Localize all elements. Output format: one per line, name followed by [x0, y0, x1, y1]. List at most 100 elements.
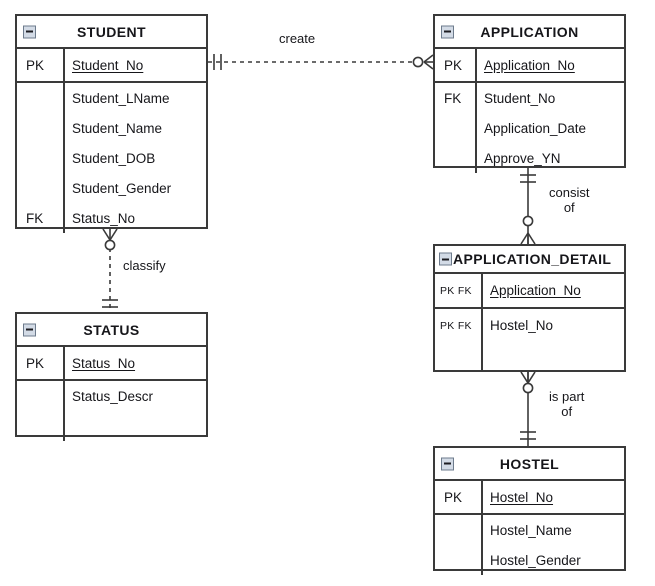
- table-row[interactable]: FK Student_No: [435, 83, 624, 113]
- table-row-empty: [435, 342, 624, 370]
- entity-application-attribute-group: FK Student_No Application_Date Approve_Y…: [435, 81, 624, 173]
- row-attribute: Student_Gender: [72, 180, 172, 196]
- attribute-name: Application_No: [484, 57, 575, 73]
- row-attribute: Student_Name: [72, 120, 163, 136]
- entity-status-attribute-group: Status_Descr: [17, 379, 206, 441]
- column-divider: [63, 83, 65, 233]
- table-row[interactable]: Student_DOB: [17, 143, 206, 173]
- row-attribute: Hostel_Gender: [490, 552, 581, 568]
- relationship-label-is-part-of-line2: of: [561, 404, 573, 419]
- table-row[interactable]: PK Application_No: [435, 49, 624, 81]
- row-key-badge: PK: [444, 57, 463, 73]
- entity-application-title: APPLICATION: [480, 23, 579, 40]
- collapse-minus-icon[interactable]: [441, 25, 454, 38]
- entity-hostel-header[interactable]: HOSTEL: [435, 448, 624, 481]
- entity-student-attribute-group: Student_LName Student_Name Student_DOB S…: [17, 81, 206, 233]
- relationship-label-consist-of-line2: of: [563, 200, 575, 215]
- entity-application[interactable]: APPLICATION PK Application_No FK Student…: [433, 14, 626, 173]
- row-attribute: Status_No: [72, 210, 136, 226]
- row-key-badge: [435, 515, 481, 545]
- row-attribute: Student_LName: [72, 90, 170, 106]
- relationship-label-is-part-of-line1: is part: [549, 389, 585, 404]
- row-attribute: Status_Descr: [72, 388, 154, 404]
- column-divider: [63, 347, 65, 379]
- entity-status[interactable]: STATUS PK Status_No Status_Descr: [15, 312, 208, 441]
- attribute-name: Hostel_No: [490, 489, 554, 505]
- table-row[interactable]: FK Status_No: [17, 203, 206, 233]
- table-row[interactable]: Approve_YN: [435, 143, 624, 173]
- relationship-label-consist-of-line1: consist: [549, 185, 590, 200]
- entity-application-detail-title: APPLICATION_DETAIL: [453, 251, 612, 267]
- row-key-badge: [435, 342, 481, 370]
- entity-application-detail-attribute-group: PK FK Hostel_No: [435, 307, 624, 370]
- table-row[interactable]: Status_Descr: [17, 381, 206, 411]
- row-key-badge: [17, 381, 63, 411]
- collapse-minus-icon[interactable]: [439, 252, 452, 266]
- row-key-badge: PK: [444, 489, 463, 505]
- collapse-minus-icon[interactable]: [441, 457, 454, 470]
- entity-status-header[interactable]: STATUS: [17, 314, 206, 347]
- collapse-minus-icon[interactable]: [23, 25, 36, 38]
- row-key-badge: [17, 83, 63, 113]
- relationship-label-consist-of: consist of: [549, 185, 589, 215]
- collapse-minus-icon[interactable]: [23, 323, 36, 336]
- row-key-badge: PK: [26, 57, 45, 73]
- relationship-consist-of-line: [520, 168, 536, 245]
- row-attribute: Status_No: [63, 347, 206, 379]
- entity-application-key-group: PK Application_No: [435, 49, 624, 81]
- column-divider: [481, 274, 483, 307]
- row-key-badge: PK FK: [440, 319, 472, 332]
- row-key-badge: FK: [444, 90, 462, 106]
- entity-application-detail-key-group: PK FK Application_No: [435, 274, 624, 307]
- row-key-badge: [435, 113, 475, 143]
- entity-application-header[interactable]: APPLICATION: [435, 16, 624, 49]
- table-row[interactable]: Application_Date: [435, 113, 624, 143]
- entity-hostel-attribute-group: Hostel_Name Hostel_Gender: [435, 513, 624, 575]
- entity-application-detail[interactable]: APPLICATION_DETAIL PK FK Application_No …: [433, 244, 626, 372]
- row-attribute: Student_No: [484, 90, 556, 106]
- table-row[interactable]: Student_LName: [17, 83, 206, 113]
- row-attribute: Student_DOB: [72, 150, 156, 166]
- entity-student[interactable]: STUDENT PK Student_No Student_LName Stud…: [15, 14, 208, 233]
- row-key-badge: FK: [26, 210, 44, 226]
- entity-hostel-title: HOSTEL: [499, 455, 560, 472]
- row-attribute: Student_No: [63, 49, 206, 81]
- entity-student-title: STUDENT: [77, 23, 146, 40]
- row-attribute: [63, 411, 206, 441]
- entity-hostel[interactable]: HOSTEL PK Hostel_No Hostel_Name Hostel_G…: [433, 446, 626, 575]
- entity-student-key-group: PK Student_No: [17, 49, 206, 81]
- column-divider: [481, 481, 483, 513]
- entity-student-header[interactable]: STUDENT: [17, 16, 206, 49]
- table-row[interactable]: PK Student_No: [17, 49, 206, 81]
- table-row[interactable]: PK Hostel_No: [435, 481, 624, 513]
- column-divider: [475, 49, 477, 81]
- table-row[interactable]: Hostel_Name: [435, 515, 624, 545]
- entity-status-key-group: PK Status_No: [17, 347, 206, 379]
- column-divider: [63, 381, 65, 441]
- table-row[interactable]: Hostel_Gender: [435, 545, 624, 575]
- row-key-badge: PK: [26, 355, 45, 371]
- entity-application-detail-header[interactable]: APPLICATION_DETAIL: [435, 246, 624, 274]
- table-row[interactable]: Student_Gender: [17, 173, 206, 203]
- column-divider: [63, 49, 65, 81]
- table-row[interactable]: Student_Name: [17, 113, 206, 143]
- column-divider: [475, 83, 477, 173]
- row-key-badge: PK FK: [440, 284, 472, 297]
- row-key-badge: [17, 173, 63, 203]
- row-attribute: Hostel_No: [490, 318, 554, 333]
- entity-hostel-key-group: PK Hostel_No: [435, 481, 624, 513]
- row-key-badge: [435, 545, 481, 575]
- attribute-name: Status_No: [72, 355, 136, 371]
- table-row[interactable]: PK Status_No: [17, 347, 206, 379]
- row-attribute: Application_No: [475, 49, 624, 81]
- table-row[interactable]: PK FK Hostel_No: [435, 309, 624, 342]
- table-row[interactable]: PK FK Application_No: [435, 274, 624, 307]
- relationship-label-create: create: [279, 31, 316, 46]
- row-attribute: Approve_YN: [484, 150, 561, 166]
- attribute-name: Student_No: [72, 57, 144, 73]
- relationship-classify-line: [102, 228, 118, 312]
- row-attribute: Application_No: [481, 274, 624, 307]
- relationship-label-classify: classify: [123, 258, 166, 273]
- row-key-badge: [17, 113, 63, 143]
